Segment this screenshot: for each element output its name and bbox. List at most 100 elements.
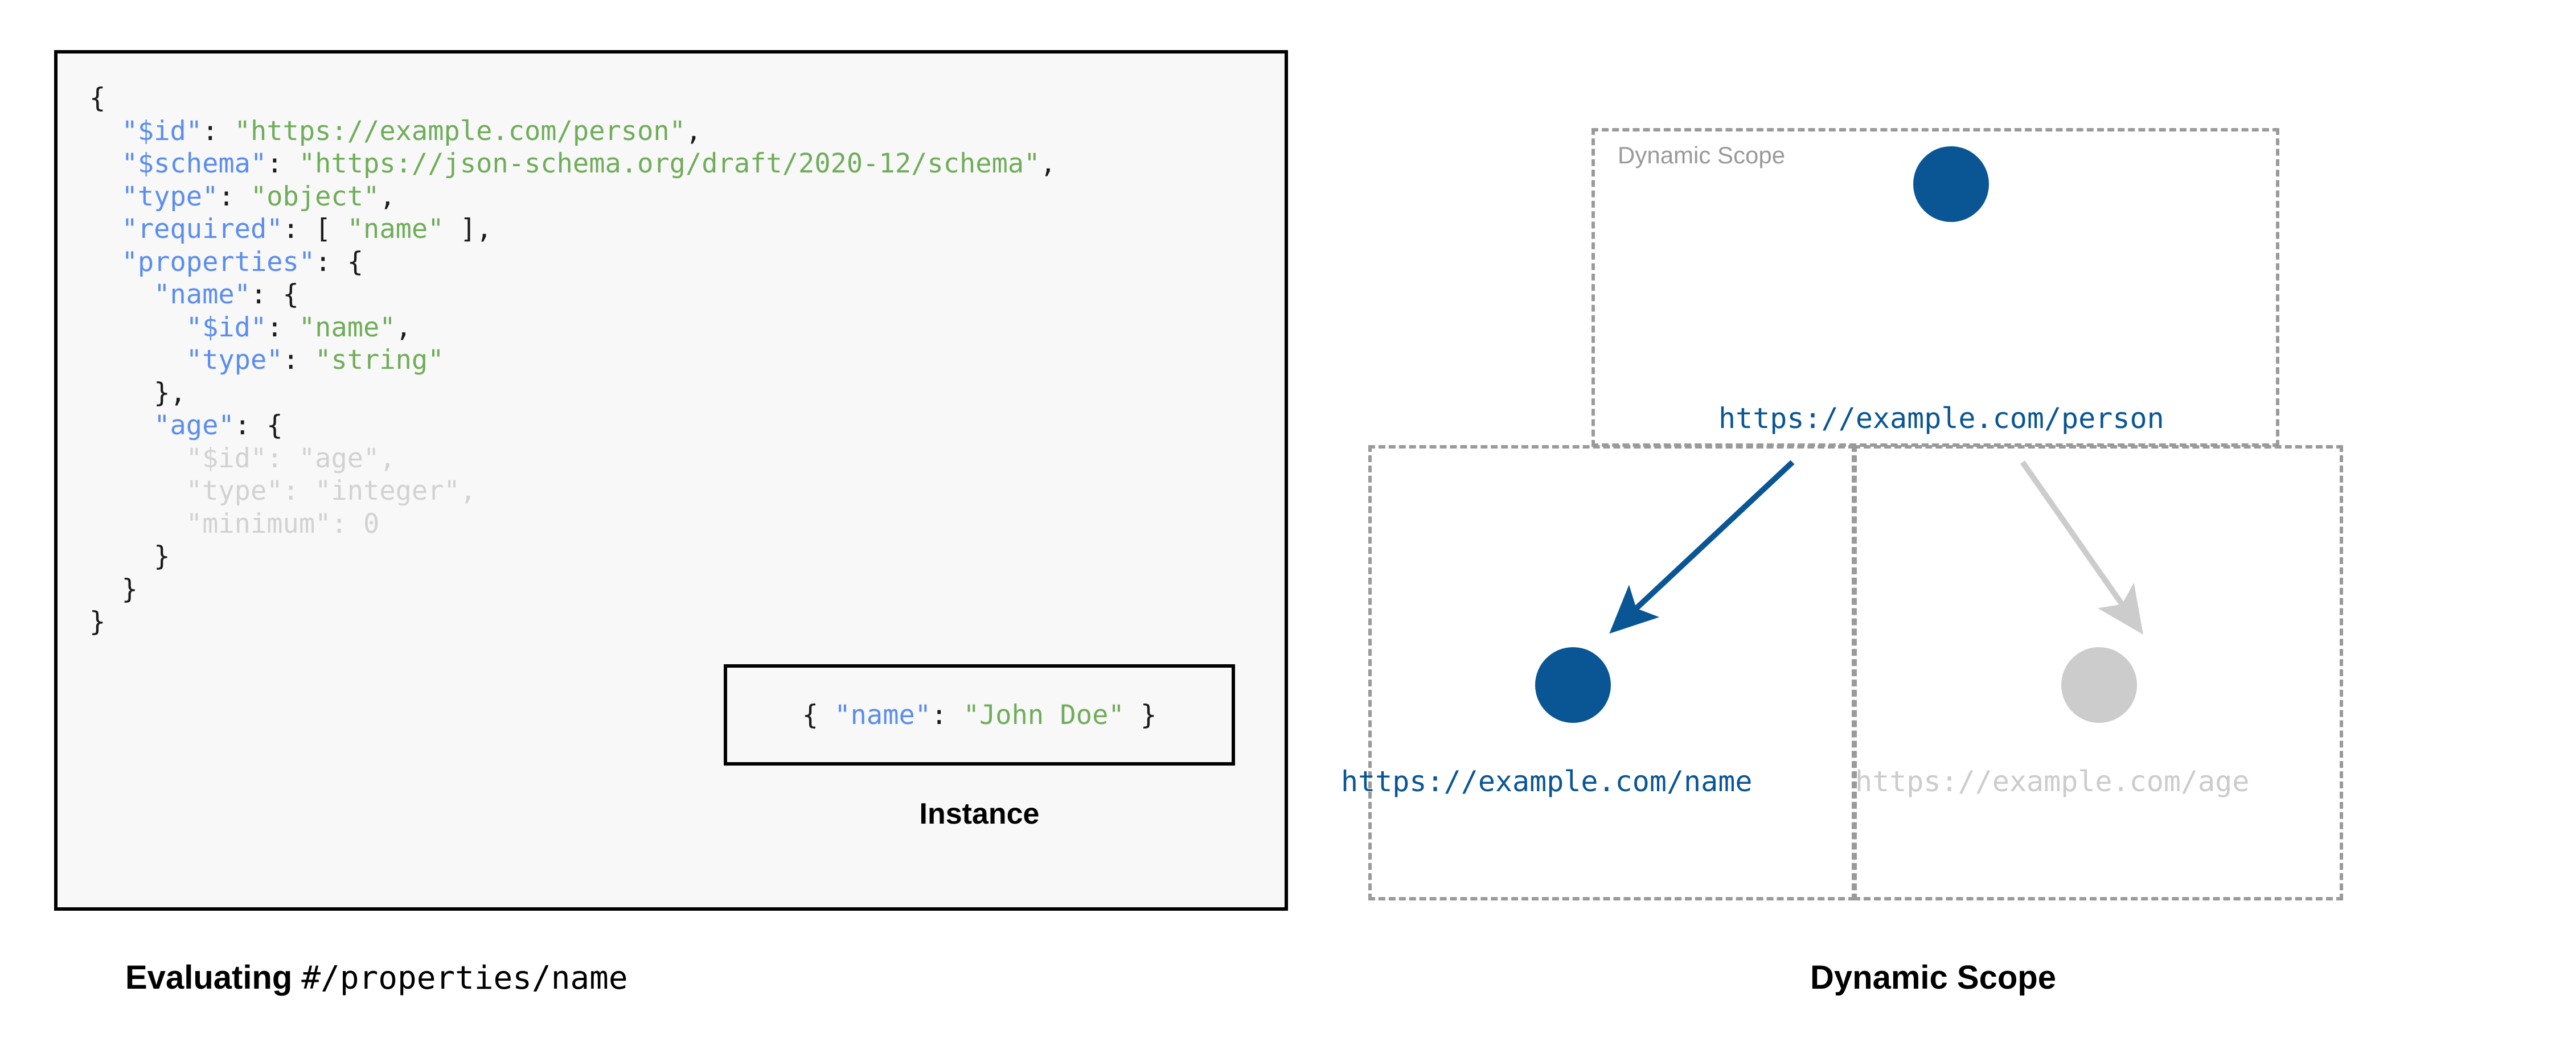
code-token-punct: : <box>218 180 251 212</box>
code-token-punct: } <box>89 606 106 637</box>
edge-person-to-age <box>2020 460 2143 635</box>
code-token-punct: : <box>931 699 963 731</box>
edge-person-to-name <box>1609 460 1795 634</box>
code-token-key: "type" <box>186 344 283 376</box>
code-token-punct: } <box>1124 699 1157 731</box>
code-token-key: "type" <box>186 475 283 507</box>
code-line: { <box>89 82 1056 115</box>
left-caption-bold: Evaluating <box>125 959 302 996</box>
code-indent <box>89 508 186 540</box>
code-line: "$id": "age", <box>89 442 1056 475</box>
schema-code-block: { "$id": "https://example.com/person", "… <box>89 82 1056 639</box>
code-indent <box>89 116 122 147</box>
code-indent <box>89 148 122 179</box>
code-token-string: "object" <box>250 180 380 212</box>
code-indent <box>89 344 186 376</box>
code-token-key: "age" <box>154 410 235 441</box>
code-indent <box>89 213 122 245</box>
code-indent <box>89 377 154 409</box>
code-token-punct: { <box>802 699 835 731</box>
code-indent <box>89 181 122 212</box>
code-token-punct: : <box>282 344 315 376</box>
code-token-key: "$schema" <box>121 148 267 179</box>
schema-code-panel: { "$id": "https://example.com/person", "… <box>54 50 1288 911</box>
code-line: "name": { <box>89 278 1056 311</box>
instance-box: { "name": "John Doe" } <box>724 664 1235 766</box>
code-token-string: "integer" <box>315 475 460 507</box>
code-token-string: "age" <box>298 442 380 474</box>
code-token-punct: : <box>282 475 315 507</box>
instance-code: { "name": "John Doe" } <box>802 700 1157 731</box>
code-token-key: "minimum" <box>186 508 331 540</box>
code-indent <box>89 312 186 343</box>
code-line: "type": "string" <box>89 344 1056 377</box>
code-line: } <box>89 573 1056 606</box>
code-line: "type": "integer", <box>89 475 1056 508</box>
code-token-string: "https://json-schema.org/draft/2020-12/s… <box>298 148 1040 179</box>
code-token-punct: { <box>89 83 106 114</box>
code-token-punct: : <box>202 115 235 147</box>
code-token-punct: , <box>1040 148 1056 179</box>
diagram-caption: Dynamic Scope <box>1810 959 2056 996</box>
code-indent <box>89 279 154 310</box>
node-name-label: https://example.com/name <box>1341 765 1753 798</box>
code-token-punct: : <box>266 148 299 179</box>
scope-box-age <box>1853 445 2343 900</box>
code-line: }, <box>89 377 1056 410</box>
code-indent <box>89 475 186 507</box>
left-caption-mono: #/properties/name <box>301 960 628 997</box>
code-token-punct: , <box>395 311 412 343</box>
scope-box-name <box>1368 445 1855 900</box>
code-token-punct: : [ <box>282 213 347 245</box>
code-token-key: "$id" <box>121 115 203 147</box>
code-line: } <box>89 606 1056 639</box>
code-token-key: "required" <box>121 213 283 245</box>
code-token-punct: : { <box>315 246 364 278</box>
code-token-punct: ], <box>444 213 493 245</box>
code-token-punct: , <box>685 115 702 147</box>
code-token-string: "https://example.com/person" <box>234 115 686 147</box>
code-token-punct: : { <box>250 279 299 310</box>
code-indent <box>89 574 122 605</box>
node-person-label: https://example.com/person <box>1718 402 2164 435</box>
code-token-key: "name" <box>154 279 251 310</box>
code-token-key: "$id" <box>186 442 267 474</box>
code-token-num: 0 <box>363 508 380 540</box>
code-line: "age": { <box>89 409 1056 442</box>
code-token-punct: , <box>460 475 477 507</box>
left-panel-caption: Evaluating #/properties/name <box>125 959 628 997</box>
node-person-circle <box>1913 146 1989 222</box>
code-token-punct: } <box>154 541 170 572</box>
scope-box-label: Dynamic Scope <box>1618 142 1786 168</box>
code-indent <box>89 443 186 474</box>
code-token-punct: , <box>379 180 396 212</box>
code-token-punct: : <box>331 508 364 540</box>
code-token-punct: }, <box>154 377 186 409</box>
diagram-arrows-svg <box>1609 460 2143 635</box>
node-age-circle <box>2061 647 2137 723</box>
code-token-key: "$id" <box>186 311 267 343</box>
code-line: "required": [ "name" ], <box>89 213 1056 246</box>
code-line: "$id": "https://example.com/person", <box>89 115 1056 148</box>
code-token-punct: , <box>379 442 396 474</box>
code-indent <box>89 541 154 572</box>
code-token-string: "name" <box>347 213 444 245</box>
instance-caption: Instance <box>919 797 1040 830</box>
code-line: "$schema": "https://json-schema.org/draf… <box>89 147 1056 180</box>
node-name-circle <box>1535 647 1611 723</box>
code-line: } <box>89 540 1056 573</box>
code-token-punct: } <box>121 573 138 605</box>
code-token-punct: : <box>266 311 299 343</box>
code-token-string: "John Doe" <box>963 699 1125 731</box>
scope-box-person: Dynamic Scope <box>1591 128 2279 447</box>
code-line: "minimum": 0 <box>89 508 1056 541</box>
node-age-label: https://example.com/age <box>1855 765 2250 798</box>
code-line: "type": "object", <box>89 180 1056 213</box>
code-token-key: "name" <box>834 699 932 731</box>
code-token-punct: : <box>266 442 299 474</box>
code-indent <box>89 410 154 441</box>
code-line: "$id": "name", <box>89 311 1056 344</box>
code-token-string: "name" <box>298 311 396 343</box>
code-token-key: "properties" <box>121 246 315 278</box>
dynamic-scope-diagram: Dynamic Scope https://example.com/person… <box>1327 68 2540 945</box>
